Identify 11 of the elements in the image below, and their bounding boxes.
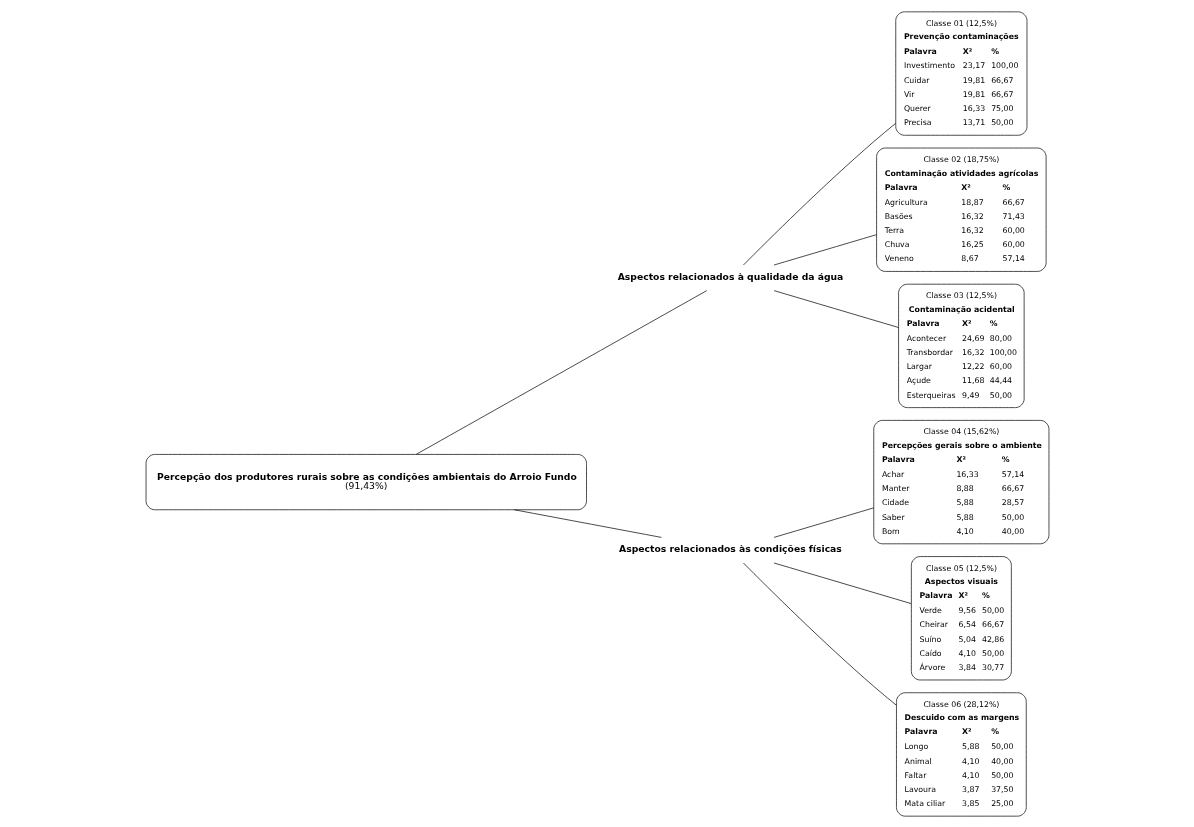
connector [773,233,877,265]
node-text: Aspectos relacionados à qualidade da água [617,270,843,282]
node-text: Aspectos relacionados às condições físicas [618,542,842,554]
connector [415,289,707,455]
connector [773,289,899,328]
connector [773,507,874,538]
node-box: Percepção dos produtores rurais sobre as condições ambientais do Arroio Fundo (91,43%) [145,453,587,510]
connector [773,562,912,604]
connector [742,562,897,705]
connector [513,508,662,538]
connector [742,122,896,265]
